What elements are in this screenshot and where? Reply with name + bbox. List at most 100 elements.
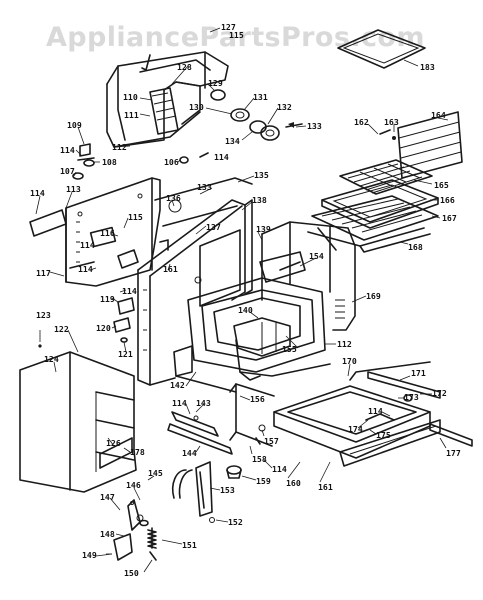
callout-157: 157 <box>264 436 279 446</box>
callout-130: 130 <box>189 102 204 112</box>
callout-111: 111 <box>124 110 139 120</box>
callout-114: 114 <box>272 464 287 474</box>
callout-122: 122 <box>54 324 69 334</box>
callout-151: 151 <box>182 540 197 550</box>
callout-153: 153 <box>220 485 235 495</box>
callout-149: 149 <box>82 550 97 560</box>
callout-169: 169 <box>366 291 381 301</box>
callout-128: 128 <box>177 62 192 72</box>
callout-116: 116 <box>100 228 115 238</box>
left-side-panel-large <box>19 351 137 493</box>
callout-114: 114 <box>78 264 93 274</box>
callout-136: 136 <box>166 193 181 203</box>
callout-163: 163 <box>384 117 399 127</box>
lower-front-frame <box>167 383 275 455</box>
callout-183: 183 <box>420 62 435 72</box>
storage-drawer <box>273 361 441 467</box>
top-filler-panel <box>337 29 426 69</box>
callout-114: 114 <box>172 398 187 408</box>
callout-138: 138 <box>252 195 267 205</box>
callout-117: 117 <box>36 268 51 278</box>
callout-127: 127 <box>221 22 236 32</box>
callout-167: 167 <box>442 213 457 223</box>
callout-165: 165 <box>434 180 449 190</box>
callout-132: 132 <box>277 102 292 112</box>
callout-139: 139 <box>256 224 271 234</box>
callout-133: 133 <box>307 121 322 131</box>
callout-174: 174 <box>348 424 363 434</box>
callout-112: 112 <box>337 339 352 349</box>
callout-137: 137 <box>206 222 221 232</box>
callout-135: 135 <box>254 170 269 180</box>
oven-rack <box>311 195 439 241</box>
callout-155: 155 <box>282 344 297 354</box>
callout-177: 177 <box>446 448 461 458</box>
callout-162: 162 <box>354 117 369 127</box>
callout-168: 168 <box>408 242 423 252</box>
callout-164: 164 <box>431 110 446 120</box>
left-small-parts <box>38 297 135 348</box>
callout-124: 124 <box>44 354 59 364</box>
callout-121: 121 <box>118 349 133 359</box>
callout-160: 160 <box>286 478 301 488</box>
callout-115: 115 <box>229 30 244 40</box>
callout-175: 175 <box>376 430 391 440</box>
small-left-parts <box>29 143 95 237</box>
callout-146: 146 <box>126 480 141 490</box>
callout-113: 113 <box>66 184 81 194</box>
callout-170: 170 <box>342 356 357 366</box>
callout-114: 114 <box>60 145 75 155</box>
leveling-leg <box>226 424 266 479</box>
callout-172: 172 <box>432 388 447 398</box>
leader-lines <box>35 27 449 573</box>
callout-126: 126 <box>106 438 121 448</box>
hinge-spring <box>127 499 157 561</box>
callout-145: 145 <box>148 468 163 478</box>
callout-148: 148 <box>100 529 115 539</box>
front-frame <box>137 177 253 386</box>
callout-161: 161 <box>318 482 333 492</box>
callout-120: 120 <box>96 323 111 333</box>
oven-body <box>259 221 356 331</box>
callout-150: 150 <box>124 568 139 578</box>
callout-131: 131 <box>253 92 268 102</box>
callout-159: 159 <box>256 476 271 486</box>
callout-178: 178 <box>130 447 145 457</box>
door-hinge <box>171 461 215 523</box>
callout-143: 143 <box>196 398 211 408</box>
callout-109: 109 <box>67 120 82 130</box>
callout-144: 144 <box>182 448 197 458</box>
callout-114: 114 <box>80 240 95 250</box>
callout-173: 173 <box>404 392 419 402</box>
callout-115: 115 <box>128 212 143 222</box>
callout-142: 142 <box>170 380 185 390</box>
back-rack-grille <box>379 111 463 179</box>
callout-171: 171 <box>411 368 426 378</box>
callout-152: 152 <box>228 517 243 527</box>
callout-114: 114 <box>214 152 229 162</box>
callout-108: 108 <box>102 157 117 167</box>
oven-bottom-panel <box>307 227 431 253</box>
callout-166: 166 <box>440 195 455 205</box>
callout-107: 107 <box>60 166 75 176</box>
oven-door-liner <box>173 277 331 393</box>
callout-161: 161 <box>163 264 178 274</box>
callout-110: 110 <box>123 92 138 102</box>
callout-112: 112 <box>112 142 127 152</box>
callout-114: 114 <box>122 286 137 296</box>
callout-147: 147 <box>100 492 115 502</box>
callout-154: 154 <box>309 251 324 261</box>
callout-106: 106 <box>164 157 179 167</box>
callout-158: 158 <box>252 454 267 464</box>
broiler-rack <box>339 159 433 195</box>
part-callouts: 127 115 183 128 129 110 130 131 132 111 … <box>30 22 461 578</box>
callout-140: 140 <box>238 305 253 315</box>
callout-129: 129 <box>208 78 223 88</box>
callout-123: 123 <box>36 310 51 320</box>
callout-133: 133 <box>197 182 212 192</box>
callout-119: 119 <box>100 294 115 304</box>
side-panel <box>199 199 253 307</box>
callout-114: 114 <box>30 188 45 198</box>
